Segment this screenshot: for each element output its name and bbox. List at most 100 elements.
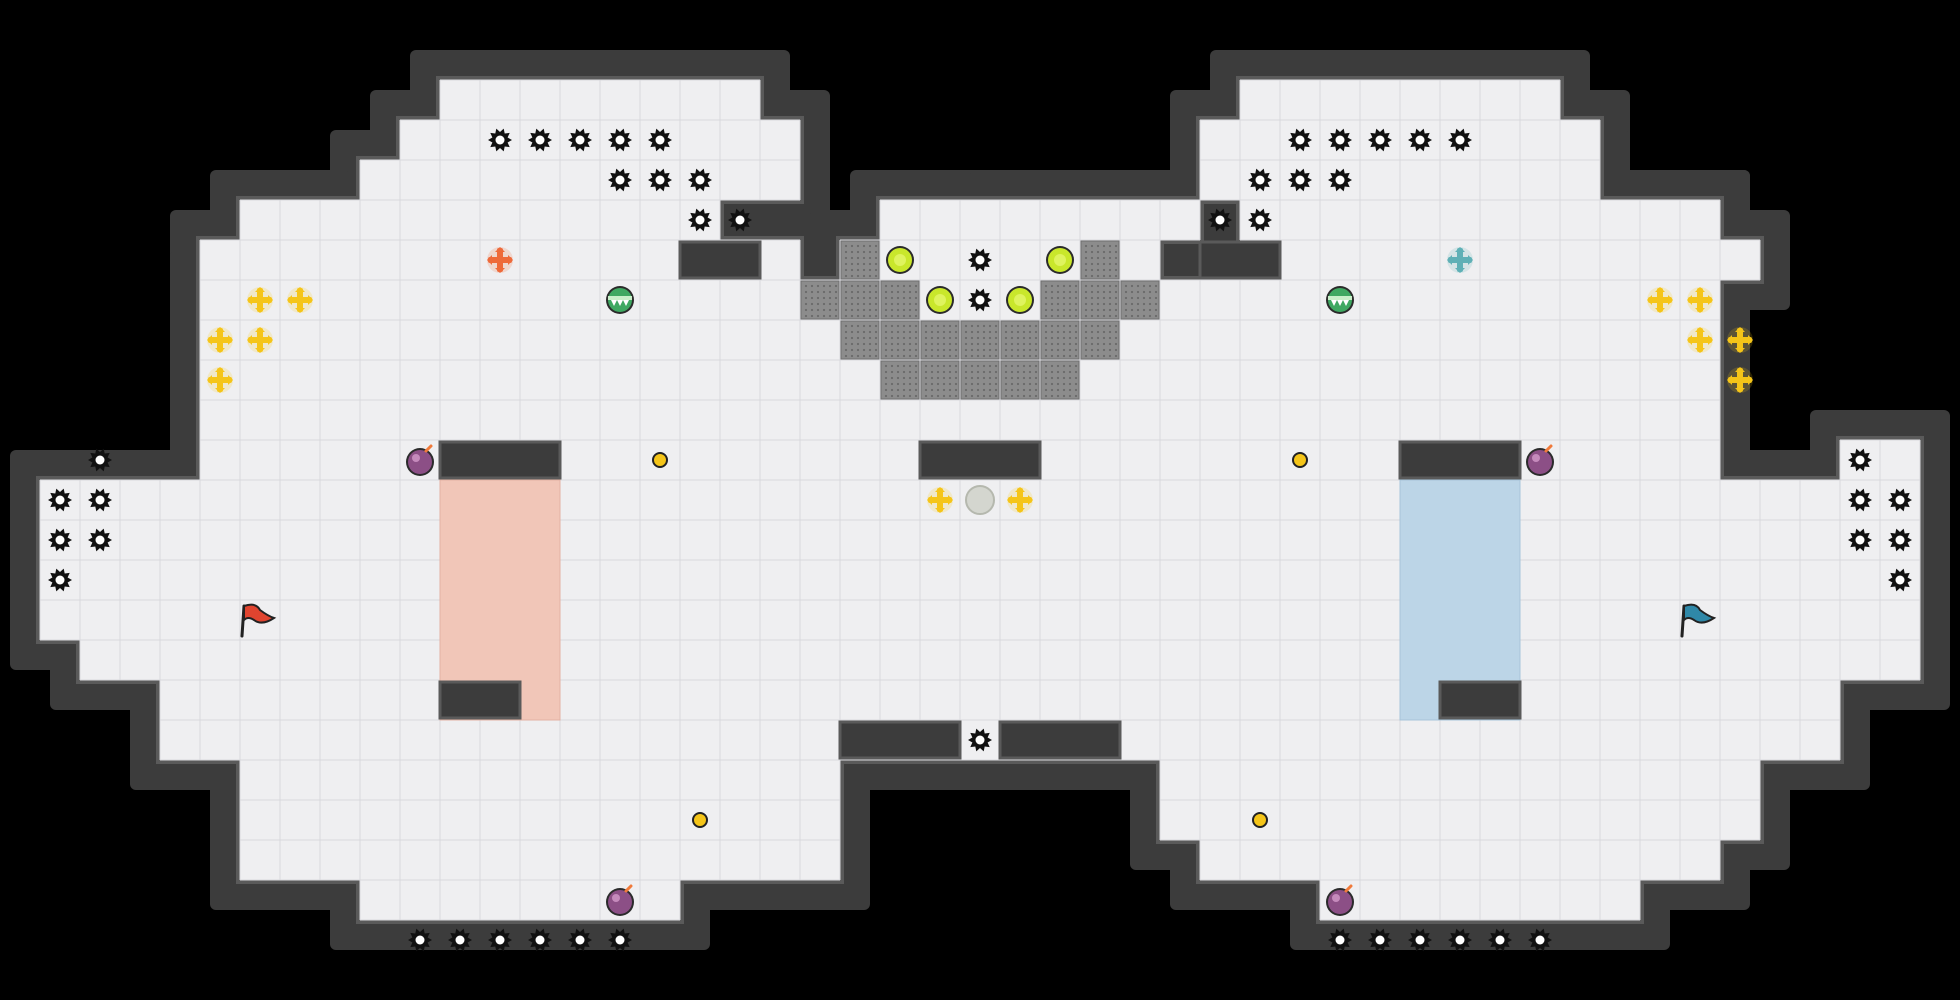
spike-icon xyxy=(1328,928,1352,952)
floor-fill xyxy=(1000,200,1200,240)
boost-pad-icon xyxy=(247,287,273,313)
bomb-icon xyxy=(1526,444,1554,476)
grate-tile xyxy=(1000,360,1040,400)
spike-icon xyxy=(488,928,512,952)
grate-tile xyxy=(1000,320,1040,360)
wall-block xyxy=(1198,240,1282,280)
boost-pad-icon xyxy=(207,367,233,393)
red-flag-icon xyxy=(240,603,277,638)
wall-block xyxy=(838,720,962,760)
spike-icon xyxy=(568,128,592,152)
spike-icon xyxy=(528,928,552,952)
spike-icon xyxy=(48,568,72,592)
grate-tile xyxy=(920,360,960,400)
spike-icon xyxy=(968,288,992,312)
powerup-icon xyxy=(1006,286,1034,314)
blue-boost-pad-icon xyxy=(1447,247,1473,273)
spike-icon xyxy=(1528,928,1552,952)
spike-icon xyxy=(608,128,632,152)
pickup-dot xyxy=(1252,812,1268,828)
spike-icon xyxy=(1888,488,1912,512)
spike-icon xyxy=(1488,928,1512,952)
floor-fill xyxy=(120,520,160,640)
floor-area xyxy=(1159,759,1761,841)
powerup-icon xyxy=(926,286,954,314)
boost-pad-icon xyxy=(1727,327,1753,353)
red-team-zone xyxy=(439,479,561,721)
bomb-icon xyxy=(406,444,434,476)
grate-tile xyxy=(1080,280,1120,320)
spike-icon xyxy=(1888,568,1912,592)
boost-pad-icon xyxy=(1727,367,1753,393)
spike-icon xyxy=(1248,208,1272,232)
grate-tile xyxy=(960,360,1000,400)
grate-tile xyxy=(880,320,920,360)
bomb-icon xyxy=(606,884,634,916)
wall-block xyxy=(918,440,1042,480)
floor-fill xyxy=(1560,240,1760,280)
boost-pad-icon xyxy=(1007,487,1033,513)
floor-area xyxy=(1559,239,1761,281)
grate-tile xyxy=(800,280,840,320)
floor-area xyxy=(999,199,1201,241)
spike-icon xyxy=(568,928,592,952)
gate-icon xyxy=(1326,286,1354,314)
spike-icon xyxy=(1848,448,1872,472)
grate-tile xyxy=(1120,280,1160,320)
boost-pad-icon xyxy=(1687,287,1713,313)
spike-icon xyxy=(648,168,672,192)
floor-area xyxy=(119,519,161,641)
spike-icon xyxy=(48,488,72,512)
grate-tile xyxy=(1080,320,1120,360)
spike-icon xyxy=(1328,128,1352,152)
spike-icon xyxy=(1368,128,1392,152)
floor-area xyxy=(1319,879,1641,921)
spike-icon xyxy=(608,928,632,952)
floor-area xyxy=(79,639,1921,681)
powerup-icon xyxy=(886,246,914,274)
pickup-dot xyxy=(652,452,668,468)
neutral-marker xyxy=(965,485,995,515)
spike-icon xyxy=(88,488,112,512)
tile-objects xyxy=(48,128,1912,952)
spike-icon xyxy=(48,528,72,552)
boost-pad-icon xyxy=(1687,327,1713,353)
wall-block xyxy=(438,680,522,720)
spike-icon xyxy=(408,928,432,952)
spike-icon xyxy=(968,248,992,272)
grate-tile xyxy=(880,280,920,320)
blue-flag-icon xyxy=(1680,603,1717,638)
spike-icon xyxy=(88,448,112,472)
spike-icon xyxy=(1288,168,1312,192)
pickup-dot xyxy=(692,812,708,828)
spike-icon xyxy=(528,128,552,152)
spike-icon xyxy=(88,528,112,552)
floor-area xyxy=(319,199,721,241)
grate-tile xyxy=(1040,320,1080,360)
spike-icon xyxy=(1368,928,1392,952)
spike-icon xyxy=(1408,128,1432,152)
spike-icon xyxy=(1288,128,1312,152)
spike-icon xyxy=(1328,168,1352,192)
wall-block xyxy=(998,720,1122,760)
inner-wall-blocks xyxy=(438,240,1522,760)
boost-pad-icon xyxy=(247,327,273,353)
wall-block xyxy=(678,240,762,280)
spike-icon xyxy=(1848,488,1872,512)
spike-icon xyxy=(1448,128,1472,152)
spike-icon xyxy=(968,728,992,752)
wall-block xyxy=(1438,680,1522,720)
grate-tile xyxy=(840,320,880,360)
boost-pad-icon xyxy=(927,487,953,513)
floor-fill xyxy=(1200,840,1720,880)
grate-layer xyxy=(800,240,1160,400)
grate-tile xyxy=(840,240,880,280)
team-zones xyxy=(439,479,1521,721)
grate-tile xyxy=(1040,280,1080,320)
bomb-icon xyxy=(1326,884,1354,916)
floor-area xyxy=(239,199,321,241)
pickup-dot xyxy=(1292,452,1308,468)
wall-block xyxy=(1398,440,1522,480)
gate-icon xyxy=(606,286,634,314)
floor-layer xyxy=(39,79,1921,921)
